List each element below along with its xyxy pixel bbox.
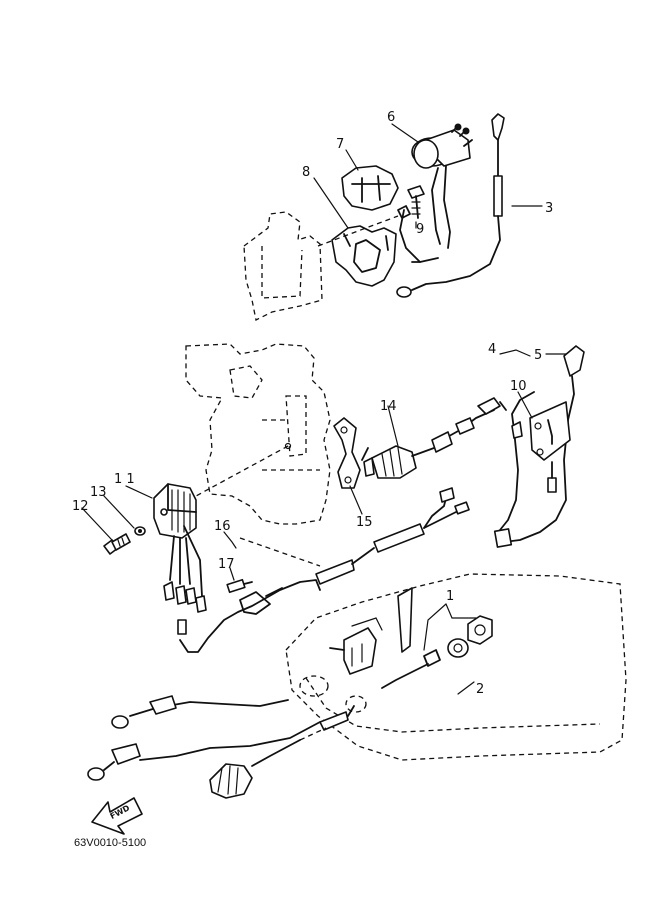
part-4-cable: [493, 391, 535, 548]
callout-16: 16: [214, 519, 231, 534]
fwd-direction-arrow: [91, 797, 143, 835]
part-6-relay: [411, 123, 473, 169]
part-16-harness: [177, 487, 470, 653]
callout-11: 1 1: [114, 472, 135, 487]
relay-wires: [397, 165, 451, 263]
part-8-bracket: [331, 225, 397, 287]
part-17-fuse: [226, 578, 253, 594]
part-9-bolt: [407, 185, 425, 219]
part-12-bolt: [103, 533, 131, 555]
part-14-switch: [361, 397, 507, 479]
engine-block: [185, 343, 331, 525]
callout-14: 14: [380, 399, 397, 414]
callout-1: 1: [446, 589, 454, 604]
part-5-terminal: [503, 345, 585, 543]
callout-2: 2: [476, 682, 484, 697]
callout-15: 15: [356, 515, 373, 530]
battery-leads: [87, 695, 321, 781]
bottom-cowling: [285, 573, 627, 761]
callout-5: 5: [534, 348, 542, 363]
part-13-washer: [134, 526, 146, 536]
part-7-cover: [341, 165, 399, 211]
lower-switch-lead: [209, 705, 355, 799]
callout-7: 7: [336, 137, 344, 152]
callout-17: 17: [218, 557, 235, 572]
part-11-rectifier: [153, 483, 207, 613]
callout-12: 12: [72, 499, 89, 514]
part-15-bracket: [333, 417, 361, 489]
callout-8: 8: [302, 165, 310, 180]
callout-labels: 1 2 3 4 5 6 7 8 9 10 1 1 12 13 14 15 16 …: [72, 110, 553, 697]
mount-bracket-plate: [243, 211, 323, 321]
leader-lines: [81, 123, 567, 695]
callout-4: 4: [488, 342, 496, 357]
part-3-cable: [317, 113, 505, 298]
callout-9: 9: [416, 222, 424, 237]
part-1-grommet-group: [329, 587, 413, 675]
diagram-code: 63V0010-5100: [74, 837, 146, 849]
callout-3: 3: [545, 201, 553, 216]
part-2-nut-washer: [381, 615, 493, 689]
part-10-fuse-holder: [511, 401, 571, 493]
callout-10: 10: [510, 379, 527, 394]
callout-13: 13: [90, 485, 107, 500]
leader-engine-11: [195, 445, 289, 497]
callout-6: 6: [387, 110, 395, 125]
